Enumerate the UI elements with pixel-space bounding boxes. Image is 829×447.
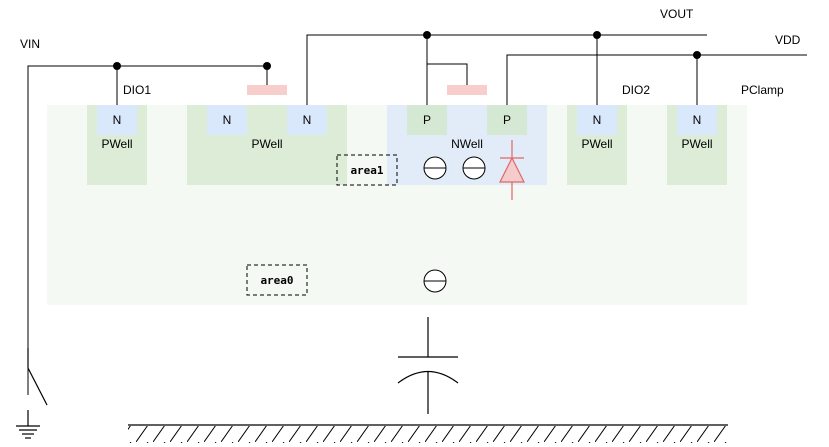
capacitor-icon <box>397 317 459 414</box>
vin-label: VIN <box>20 37 40 51</box>
nwell-label: NWell <box>451 137 483 151</box>
n-tap-2-label: N <box>223 113 232 127</box>
minus-circle-icon <box>423 156 447 180</box>
n-tap-5-label: N <box>693 113 702 127</box>
vout-label: VOUT <box>660 7 694 21</box>
minus-circle-icon <box>423 269 447 293</box>
ground-plane <box>128 424 728 443</box>
junction-dots <box>113 31 701 70</box>
pwell-3-label: PWell <box>581 137 612 151</box>
switch-icon <box>27 348 48 406</box>
p-tap-2 <box>487 105 527 135</box>
junction-dot <box>693 51 701 59</box>
area1-label: area1 <box>350 164 383 177</box>
vdd-wire <box>506 54 807 105</box>
n-tap-1-label: N <box>113 113 122 127</box>
p-tap-2-label: P <box>503 113 511 127</box>
gate-2 <box>447 85 487 95</box>
gate-1 <box>247 85 287 95</box>
pclamp-label: PClamp <box>741 83 784 97</box>
pwell-4-label: PWell <box>681 137 712 151</box>
n-tap-1 <box>97 105 137 135</box>
n-tap-5 <box>677 105 717 135</box>
vin-wire <box>27 65 267 395</box>
diode-icon <box>499 140 525 200</box>
n-tap-3-label: N <box>303 113 312 127</box>
junction-dot <box>263 62 271 70</box>
pwell-1-label: PWell <box>101 137 132 151</box>
area0-box <box>246 264 308 296</box>
vout-wire <box>306 34 707 105</box>
pwell-2-label: PWell <box>251 137 282 151</box>
p-tap-1 <box>407 105 447 135</box>
dio1-label: DIO1 <box>123 83 151 97</box>
junction-dot <box>593 31 601 39</box>
minus-circle-icon <box>462 156 486 180</box>
n-tap-2 <box>207 105 247 135</box>
area1-box <box>336 154 398 186</box>
dio2-label: DIO2 <box>622 83 650 97</box>
junction-dot <box>423 31 431 39</box>
wiring <box>27 34 807 395</box>
n-tap-3 <box>287 105 327 135</box>
vout-drop-gate2 <box>427 63 468 85</box>
n-tap-4-label: N <box>593 113 602 127</box>
area0-label: area0 <box>260 274 293 287</box>
junction-dot <box>113 62 121 70</box>
vdd-label: VDD <box>775 33 801 47</box>
p-tap-1-label: P <box>423 113 431 127</box>
n-tap-4 <box>577 105 617 135</box>
ground-icon <box>16 410 40 439</box>
